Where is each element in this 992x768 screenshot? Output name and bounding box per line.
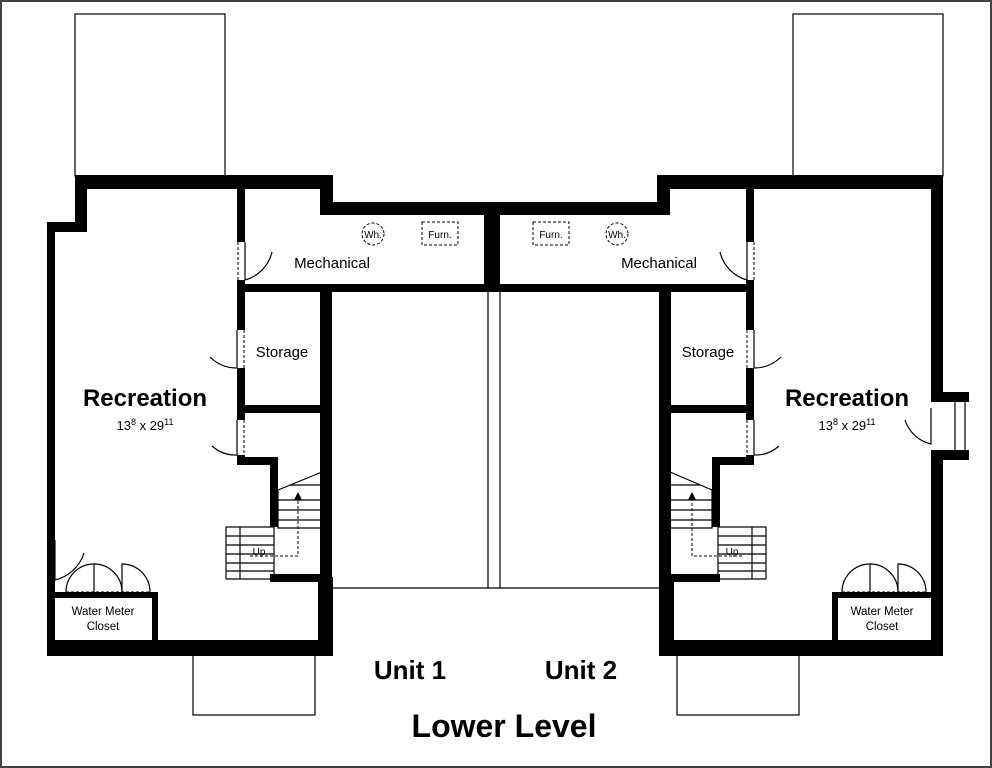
unit1-stairs xyxy=(225,471,323,580)
unit1-stairs-label: Up xyxy=(253,547,266,558)
furnace-icon xyxy=(421,221,459,246)
unit2-equipment xyxy=(532,221,629,246)
unit2-recreation-dimensions: 138 x 2911 xyxy=(818,417,875,433)
unit2-porch-outline xyxy=(676,654,800,716)
unit1-closet-label-line1: Water Meter xyxy=(72,606,135,618)
garage-outline xyxy=(333,292,659,589)
unit2-exit xyxy=(904,402,966,450)
unit2-closet-label-line1: Water Meter xyxy=(851,606,914,618)
unit2-stairs xyxy=(669,471,767,580)
unit2-doors xyxy=(719,242,927,593)
unit2-mechanical-label: Mechanical xyxy=(621,255,697,272)
unit1-recreation-dimensions: 138 x 2911 xyxy=(116,417,173,433)
unit2-title: Unit 2 xyxy=(545,655,617,685)
unit1-equipment xyxy=(361,221,459,246)
unit2-furnace-label: Furn. xyxy=(539,230,562,241)
unit1-upper-outline xyxy=(74,13,226,177)
page-title: Lower Level xyxy=(412,708,597,744)
unit1-doors xyxy=(54,242,273,593)
unit1-recreation-label: Recreation xyxy=(83,385,207,412)
unit1-closet-label-line2: Closet xyxy=(87,621,120,633)
unit2-upper-outline xyxy=(792,13,944,177)
unit1-title: Unit 1 xyxy=(374,655,446,685)
unit1-walls xyxy=(47,175,500,656)
unit2-recreation-label: Recreation xyxy=(785,385,909,412)
unit1-water-heater-label: Wh. xyxy=(364,230,382,241)
unit2-water-heater-label: Wh. xyxy=(608,230,626,241)
unit1-storage-label: Storage xyxy=(256,344,309,361)
unit2-storage-label: Storage xyxy=(682,344,735,361)
unit2-stairs-label: Up xyxy=(726,547,739,558)
furnace-icon xyxy=(532,221,570,246)
unit2-walls xyxy=(500,175,969,656)
unit1-porch-outline xyxy=(192,654,316,716)
water-heater-icon xyxy=(605,222,629,246)
unit1-mechanical-label: Mechanical xyxy=(294,255,370,272)
unit1-furnace-label: Furn. xyxy=(428,230,451,241)
water-heater-icon xyxy=(361,222,385,246)
unit2-closet-label-line2: Closet xyxy=(866,621,899,633)
